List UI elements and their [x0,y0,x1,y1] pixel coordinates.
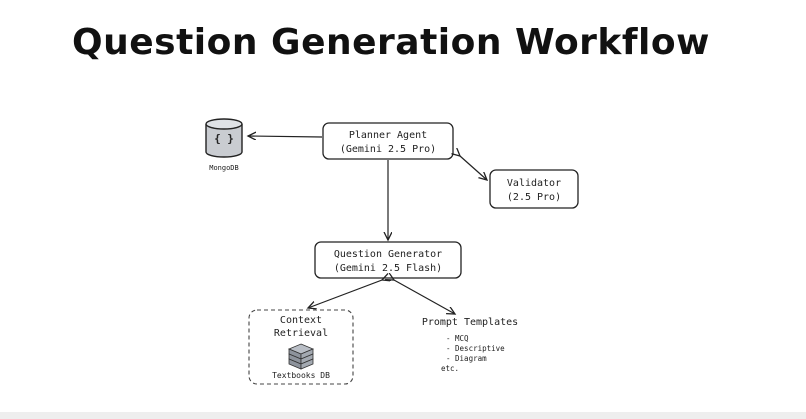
database-stack-icon [287,343,315,370]
arrow-generator-context [308,280,382,308]
arrow-planner-validator [460,156,487,180]
mongodb-braces: { } [214,132,234,145]
prompt-templates-label: Prompt Templates [422,317,518,328]
template-item-diagram: - Diagram [446,354,487,363]
context-retrieval-label-2: Retrieval [274,328,328,339]
mongodb-label: MongoDB [209,164,239,172]
bottom-divider [0,412,806,419]
planner-agent-model: (Gemini 2.5 Pro) [340,144,436,155]
planner-agent-label: Planner Agent [349,130,427,141]
validator-model: (2.5 Pro) [507,192,561,203]
context-retrieval-label-1: Context [280,315,322,326]
template-item-etc: etc. [441,364,459,373]
page-title: Question Generation Workflow [72,22,710,63]
mongodb-icon: { } [205,118,243,158]
template-item-descriptive: - Descriptive [446,344,505,353]
validator-box [489,169,579,209]
arrow-planner-to-mongodb [248,136,323,137]
validator-label: Validator [507,178,561,189]
planner-agent-box [322,122,454,160]
template-item-mcq: - MCQ [446,334,469,343]
question-generator-model: (Gemini 2.5 Flash) [334,263,442,274]
question-generator-label: Question Generator [334,249,442,260]
textbooks-db-label: Textbooks DB [272,371,330,380]
arrow-generator-templates [394,280,455,314]
